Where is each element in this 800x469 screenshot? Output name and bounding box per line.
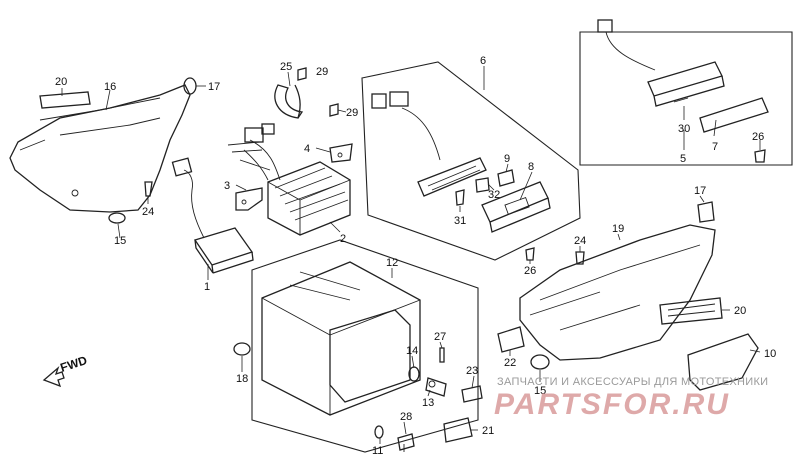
bolt-29-top <box>297 67 307 81</box>
bolt-29-mid <box>329 103 339 117</box>
tool-box-frame <box>251 239 479 453</box>
clip-31 <box>455 189 465 206</box>
callout-24-left: 24 <box>142 206 154 218</box>
callout-7: 7 <box>712 141 718 153</box>
grommet-18 <box>233 342 251 356</box>
callout-20-right: 20 <box>734 305 746 317</box>
callout-6: 6 <box>480 55 486 67</box>
fuse-holder-8 <box>481 181 551 233</box>
callout-numbers: 20 16 17 24 15 1 2 3 4 25 29 29 6 9 8 32… <box>55 55 776 457</box>
callout-26-inset: 26 <box>752 131 764 143</box>
regulator-rectifier <box>227 123 351 236</box>
fuse-box-frame <box>361 61 581 261</box>
label-23 <box>461 385 483 403</box>
fuse-9 <box>497 169 515 187</box>
bolt-13 <box>425 377 447 397</box>
callout-19: 19 <box>612 223 624 235</box>
callout-22: 22 <box>504 357 516 369</box>
bolt-28 <box>397 433 415 452</box>
cover-10 <box>687 333 759 391</box>
callout-15-left: 15 <box>114 235 126 247</box>
callout-14: 14 <box>406 345 418 357</box>
callout-13: 13 <box>422 397 434 409</box>
callout-1: 1 <box>204 281 210 293</box>
callout-20-left: 20 <box>55 76 67 88</box>
grommet-15-left <box>108 212 126 224</box>
callout-5: 5 <box>680 153 686 165</box>
callout-27: 27 <box>434 331 446 343</box>
callout-2: 2 <box>340 233 346 245</box>
callout-26-mid: 26 <box>524 265 536 277</box>
clip-26-mid <box>525 247 535 261</box>
grommet-15-right <box>530 354 550 370</box>
label-22 <box>497 326 525 353</box>
forward-arrow-icon <box>42 365 65 388</box>
emblem-20-right <box>659 297 723 325</box>
clip-24-right <box>575 251 585 265</box>
watermark-logo: PARTSFOR.RU <box>494 388 730 421</box>
callout-29-top: 29 <box>316 66 328 78</box>
callout-28: 28 <box>400 411 412 423</box>
callout-17-left: 17 <box>208 81 220 93</box>
resistor-unit <box>171 157 254 274</box>
callout-17-right: 17 <box>694 185 706 197</box>
left-side-cover <box>9 84 191 213</box>
callout-4: 4 <box>304 143 310 155</box>
callout-9: 9 <box>504 153 510 165</box>
callout-24-right: 24 <box>574 235 586 247</box>
right-side-cover <box>519 224 716 361</box>
leader-lines <box>61 66 761 444</box>
inset-frame <box>579 19 793 166</box>
bracket-4 <box>329 143 353 163</box>
watermark-subtitle: ЗАПЧАСТИ И АКСЕССУАРЫ ДЛЯ МОТОТЕХНИКИ <box>497 376 769 388</box>
bracket-3 <box>235 187 263 211</box>
callout-8: 8 <box>528 161 534 173</box>
washer-11 <box>374 425 384 439</box>
callout-3: 3 <box>224 180 230 192</box>
band-25 <box>274 84 304 119</box>
callout-10: 10 <box>764 348 776 360</box>
callout-23: 23 <box>466 365 478 377</box>
callout-16: 16 <box>104 81 116 93</box>
callout-29-mid: 29 <box>346 107 358 119</box>
callout-25: 25 <box>280 61 292 73</box>
clip-24-left <box>144 181 153 197</box>
callout-11: 11 <box>372 445 383 457</box>
fuse-32 <box>475 177 490 193</box>
callout-21: 21 <box>482 425 494 437</box>
callout-18: 18 <box>236 373 248 385</box>
label-21 <box>443 417 473 443</box>
callout-30: 30 <box>678 123 690 135</box>
grommet-17-right <box>697 201 715 223</box>
pin-27 <box>439 347 445 363</box>
callout-12: 12 <box>386 257 398 269</box>
emblem-20-left <box>39 91 91 109</box>
callout-15-right: 15 <box>534 385 546 397</box>
callout-31: 31 <box>454 215 466 227</box>
callout-32: 32 <box>488 189 500 201</box>
